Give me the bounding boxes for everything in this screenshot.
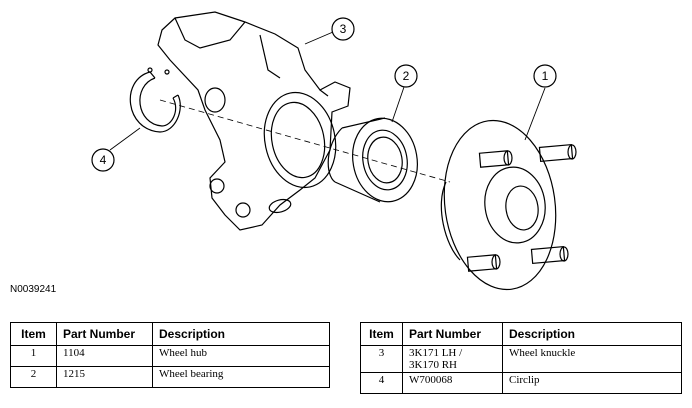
- wheel-stud: [466, 254, 501, 272]
- header-item: Item: [10, 322, 57, 346]
- callout-1-label: 1: [542, 69, 549, 83]
- callout-4-label: 4: [100, 153, 107, 167]
- callout-3-label: 3: [340, 22, 347, 36]
- parts-table-left: Item Part Number Description 1 1104 Whee…: [10, 322, 330, 388]
- part-description: Wheel hub: [152, 345, 330, 367]
- wheel-hub-part: [440, 119, 577, 291]
- part-description: Circlip: [502, 372, 682, 394]
- figure-id: N0039241: [10, 284, 57, 295]
- table-row: 3 3K171 LH / 3K170 RH Wheel knuckle: [360, 345, 682, 373]
- part-number: 1215: [56, 366, 153, 388]
- wheel-stud: [530, 245, 569, 265]
- header-part-number: Part Number: [56, 322, 153, 346]
- circlip-part: [129, 67, 181, 133]
- part-description: Wheel bearing: [152, 366, 330, 388]
- item-number: 3: [360, 345, 403, 373]
- table-header-row: Item Part Number Description: [10, 322, 330, 346]
- wheel-bearing-part: [327, 117, 418, 203]
- exploded-view-diagram: 1 2 3 4: [91, 11, 577, 291]
- item-number: 4: [360, 372, 403, 394]
- wheel-stud: [538, 143, 577, 163]
- callout-2-label: 2: [403, 69, 410, 83]
- callout-3: 3: [304, 17, 355, 45]
- table-row: 4 W700068 Circlip: [360, 372, 682, 394]
- header-description: Description: [152, 322, 330, 346]
- part-number: 3K171 LH / 3K170 RH: [402, 345, 503, 373]
- table-row: 2 1215 Wheel bearing: [10, 366, 330, 388]
- table-header-row: Item Part Number Description: [360, 322, 682, 346]
- part-description: Wheel knuckle: [502, 345, 682, 373]
- callout-4: 4: [91, 127, 141, 172]
- header-description: Description: [502, 322, 682, 346]
- header-item: Item: [360, 322, 403, 346]
- part-number-line: 3K170 RH: [409, 359, 457, 371]
- callout-1: 1: [524, 64, 557, 141]
- callout-2: 2: [391, 64, 418, 123]
- part-number: 1104: [56, 345, 153, 367]
- wheel-stud: [478, 150, 513, 168]
- table-row: 1 1104 Wheel hub: [10, 345, 330, 367]
- parts-table-right: Item Part Number Description 3 3K171 LH …: [360, 322, 682, 394]
- wheel-knuckle-part: [157, 11, 351, 231]
- item-number: 2: [10, 366, 57, 388]
- item-number: 1: [10, 345, 57, 367]
- header-part-number: Part Number: [402, 322, 503, 346]
- part-number: W700068: [402, 372, 503, 394]
- part-number-line: 3K171 LH /: [409, 347, 463, 359]
